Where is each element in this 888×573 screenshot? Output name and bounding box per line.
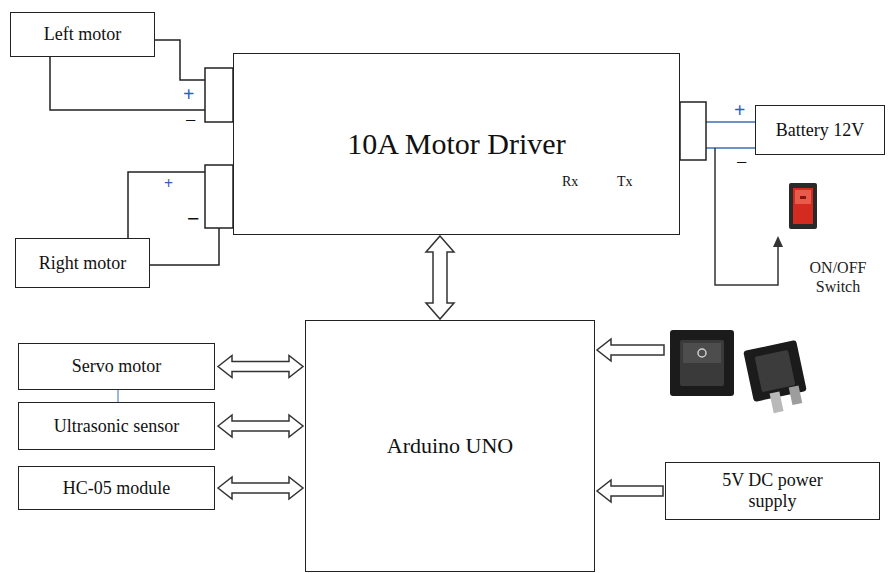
polarity-sign: −: [736, 152, 747, 172]
box-title: HC-05 module: [63, 478, 171, 499]
box-title: 10A Motor Driver: [347, 127, 565, 162]
module-box: HC-05 module: [18, 466, 215, 510]
block-arrow: [597, 480, 663, 502]
block-arrow: [426, 236, 454, 319]
block-arrow: [218, 415, 303, 437]
box-title: Battery 12V: [776, 120, 864, 141]
module-box: Servo motor: [18, 343, 215, 390]
pin-label: Tx: [617, 174, 633, 190]
box-title: Servo motor: [72, 356, 162, 377]
box-title: Right motor: [39, 253, 127, 274]
block-arrow: [597, 339, 664, 361]
rocker-switch-red: [789, 183, 817, 229]
arrow-head: [773, 236, 783, 247]
motor-box: Right motor: [15, 238, 150, 288]
polarity-sign: −: [187, 208, 200, 230]
driver-box: 10A Motor DriverRx Tx: [233, 53, 680, 235]
pin-label: Rx: [562, 174, 578, 190]
box-title: 5V DC power supply: [707, 470, 839, 511]
terminal-block: [205, 165, 233, 228]
box-title: Arduino UNO: [387, 433, 514, 458]
polarity-sign: +: [734, 100, 745, 120]
terminal-block: [680, 102, 706, 160]
module-box: Ultrasonic sensor: [18, 402, 215, 450]
motor-box: Left motor: [10, 12, 155, 57]
block-arrow: [218, 356, 303, 378]
polarity-sign: −: [185, 110, 196, 130]
switch-label: ON/OFF Switch: [806, 258, 870, 296]
battery-box: Battery 12V: [755, 105, 885, 155]
polarity-sign: +: [164, 176, 173, 192]
wire-line: [118, 390, 119, 402]
polarity-sign: +: [183, 84, 194, 104]
box-title: Left motor: [44, 24, 121, 45]
power-box: 5V DC power supply: [665, 462, 880, 520]
terminal-block: [205, 68, 233, 122]
block-arrow: [218, 477, 303, 499]
rocker-switch-black: [743, 340, 807, 413]
rocker-switch-black: [670, 330, 734, 396]
wire: [118, 390, 119, 402]
box-title: Ultrasonic sensor: [54, 416, 179, 437]
switch-wire: [715, 148, 778, 285]
controller-box: Arduino UNO: [305, 320, 595, 572]
